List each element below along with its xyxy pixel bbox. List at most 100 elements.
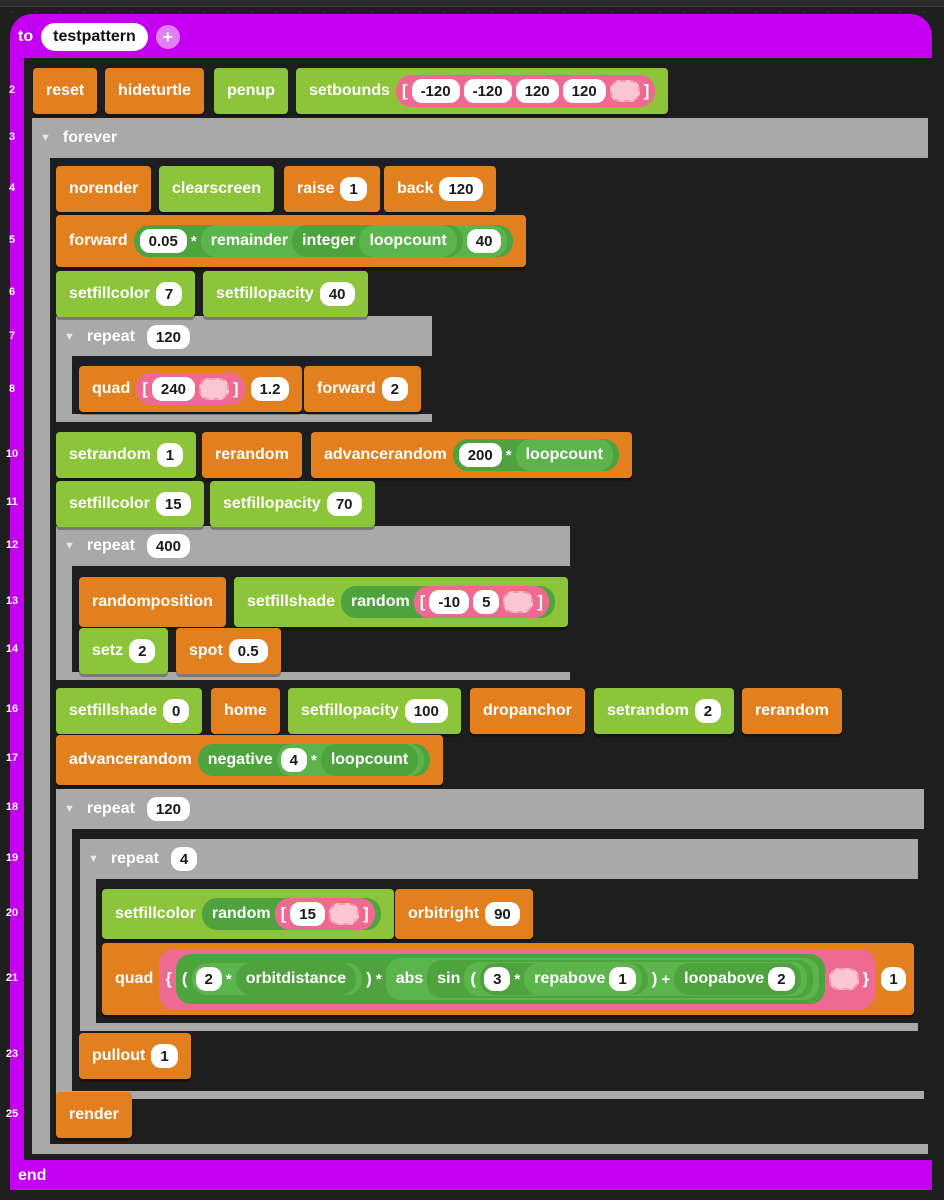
add-reporter[interactable]: ( 3 * repabove 1 ) + loopabove [464, 962, 807, 996]
empty-slot[interactable] [609, 80, 640, 102]
pullout-value[interactable]: 1 [151, 1044, 178, 1068]
setfillshade-block[interactable]: setfillshade 0 [56, 688, 203, 734]
list-reporter[interactable]: [ -10 5 ] [413, 586, 550, 618]
setbounds-block[interactable]: setbounds [ -120 -120 120 120 ] [296, 68, 669, 114]
repabove-reporter[interactable]: repabove 1 [524, 963, 642, 995]
random-reporter[interactable]: random [ 15 ] [201, 898, 381, 930]
raise-value[interactable]: 1 [340, 177, 367, 201]
opacity-value[interactable]: 40 [319, 282, 355, 306]
list-item[interactable]: -10 [429, 590, 470, 614]
quad-block[interactable]: quad { ( 2 * orbitdistance ) * abs sin (… [102, 943, 914, 1015]
loopabove-reporter[interactable]: loopabove 2 [674, 963, 801, 995]
forward-block[interactable]: forward 2 [304, 366, 422, 412]
norender-block[interactable]: norender [56, 166, 152, 212]
empty-slot[interactable] [503, 591, 534, 613]
loopcount-reporter[interactable]: loopcount [515, 439, 613, 471]
repeat-count[interactable]: 120 [146, 797, 190, 821]
advancerandom-block[interactable]: advancerandom negative 4 * loopcount [56, 735, 444, 785]
multiply-reporter[interactable]: 4 * loopcount [276, 744, 425, 776]
spot-value[interactable]: 0.5 [228, 639, 268, 663]
pullout-block[interactable]: pullout 1 [79, 1033, 191, 1079]
empty-slot[interactable] [198, 378, 229, 400]
set-reporter[interactable]: { ( 2 * orbitdistance ) * abs sin ( 3 * [159, 949, 876, 1009]
list-item[interactable]: 120 [562, 79, 606, 103]
setfillcolor-block[interactable]: setfillcolor 7 [56, 271, 196, 317]
collapse-triangle-icon[interactable]: ▼ [64, 803, 75, 815]
loopabove-value[interactable]: 2 [768, 967, 795, 991]
back-value[interactable]: 120 [439, 177, 483, 201]
collapse-triangle-icon[interactable]: ▼ [88, 853, 99, 865]
number-value[interactable]: 3 [484, 967, 511, 991]
repeat-count[interactable]: 400 [146, 534, 190, 558]
raise-block[interactable]: raise 1 [284, 166, 380, 212]
setz-block[interactable]: setz 2 [79, 628, 169, 674]
repeat-count[interactable]: 4 [170, 847, 198, 871]
procedure-name-field[interactable]: testpattern [41, 23, 148, 51]
list-item[interactable]: 5 [473, 590, 500, 614]
scale-value[interactable]: 1 [881, 967, 906, 991]
forward-value[interactable]: 2 [381, 377, 409, 401]
spot-block[interactable]: spot 0.5 [176, 628, 281, 674]
abs-reporter[interactable]: abs sin ( 3 * repabove 1 ) [385, 958, 819, 1000]
list-item[interactable]: 15 [290, 902, 325, 926]
number-value[interactable]: 4 [280, 748, 307, 772]
opacity-value[interactable]: 70 [326, 492, 362, 516]
list-item[interactable]: -120 [463, 79, 512, 103]
orbitright-block[interactable]: orbitright 90 [395, 889, 533, 939]
z-value[interactable]: 2 [129, 639, 156, 663]
scale-value[interactable]: 1.2 [250, 377, 290, 401]
collapse-triangle-icon[interactable]: ▼ [64, 331, 75, 343]
list-reporter[interactable]: [ 240 ] [136, 373, 245, 405]
add-parameter-icon[interactable]: + [155, 25, 180, 49]
rerandom-block[interactable]: rerandom [202, 432, 302, 478]
setfillshade-block[interactable]: setfillshade random [ -10 5 ] [234, 577, 569, 627]
list-item[interactable]: 120 [515, 79, 559, 103]
advancerandom-block[interactable]: advancerandom 200 * loopcount [311, 432, 632, 478]
multiply-reporter[interactable]: 3 * repabove 1 [480, 963, 648, 995]
dropanchor-block[interactable]: dropanchor [470, 688, 585, 734]
angle-value[interactable]: 90 [485, 902, 520, 926]
list-item[interactable]: -120 [411, 79, 460, 103]
bounds-list[interactable]: [ -120 -120 120 120 ] [395, 75, 656, 107]
randomposition-block[interactable]: randomposition [79, 577, 226, 627]
back-block[interactable]: back 120 [384, 166, 496, 212]
multiply-reporter[interactable]: ( 2 * orbitdistance ) * abs sin ( 3 * [175, 954, 825, 1004]
remainder-reporter[interactable]: remainder integer loopcount 40 [200, 225, 508, 257]
modulus-value[interactable]: 40 [466, 229, 502, 253]
reset-block[interactable]: reset [33, 68, 98, 114]
hideturtle-block[interactable]: hideturtle [105, 68, 204, 114]
number-value[interactable]: 2 [195, 967, 222, 991]
number-value[interactable]: 200 [458, 443, 502, 467]
loopcount-reporter[interactable]: loopcount [359, 225, 457, 257]
penup-block[interactable]: penup [214, 68, 288, 114]
opacity-value[interactable]: 100 [404, 699, 448, 723]
clearscreen-block[interactable]: clearscreen [159, 166, 274, 212]
color-value[interactable]: 15 [155, 492, 191, 516]
empty-slot[interactable] [328, 903, 359, 925]
shade-value[interactable]: 0 [163, 699, 190, 723]
number-value[interactable]: 0.05 [139, 229, 187, 253]
setfillopacity-block[interactable]: setfillopacity 70 [210, 481, 375, 527]
setfillopacity-block[interactable]: setfillopacity 100 [288, 688, 461, 734]
multiply-reporter[interactable]: 200 * loopcount [452, 439, 619, 471]
forward-block[interactable]: forward 0.05 * remainder integer loopcou… [56, 215, 527, 267]
quad-block[interactable]: quad [ 240 ] 1.2 [79, 366, 303, 412]
sin-reporter[interactable]: sin ( 3 * repabove 1 ) + [427, 960, 813, 998]
negative-reporter[interactable]: negative 4 * loopcount [197, 744, 431, 776]
color-value[interactable]: 7 [155, 282, 183, 306]
list-reporter[interactable]: [ 15 ] [274, 898, 375, 930]
random-reporter[interactable]: random [ -10 5 ] [341, 586, 556, 618]
seed-value[interactable]: 1 [156, 443, 184, 467]
loopcount-reporter[interactable]: loopcount [320, 744, 419, 776]
render-block[interactable]: render [56, 1092, 132, 1138]
repabove-value[interactable]: 1 [609, 967, 636, 991]
list-item[interactable]: 240 [151, 377, 195, 401]
repeat-count[interactable]: 120 [146, 325, 190, 349]
setfillopacity-block[interactable]: setfillopacity 40 [203, 271, 368, 317]
setfillcolor-block[interactable]: setfillcolor random [ 15 ] [102, 889, 394, 939]
orbitdistance-reporter[interactable]: orbitdistance [235, 963, 357, 995]
integer-reporter[interactable]: integer loopcount [292, 225, 463, 257]
multiply-reporter[interactable]: 0.05 * remainder integer loopcount 40 [133, 225, 514, 257]
multiply-reporter[interactable]: 2 * orbitdistance [191, 963, 363, 995]
rerandom-block[interactable]: rerandom [742, 688, 842, 734]
